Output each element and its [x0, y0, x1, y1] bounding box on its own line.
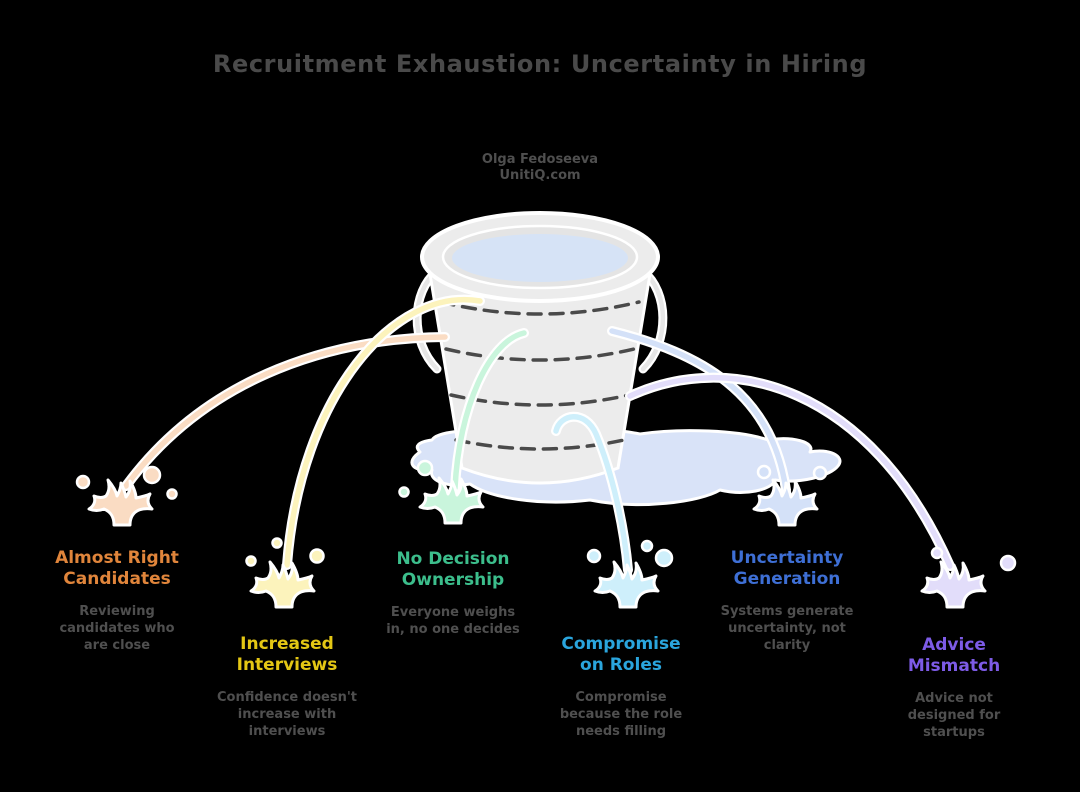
leak-label: No Decision Ownership [396, 549, 510, 590]
droplet [812, 465, 828, 481]
stream-no-decision-ownership [452, 330, 527, 491]
splash-increased-interviews [249, 560, 316, 609]
leak-block-almost-right-candidates: Almost Right Candidates Reviewing candid… [22, 548, 212, 654]
level-dash-1 [439, 300, 641, 316]
droplet [586, 548, 602, 564]
splash-advice-mismatch [920, 560, 987, 609]
droplet [398, 486, 410, 498]
leak-block-increased-interviews: Increased Interviews Confidence doesn't … [192, 634, 382, 740]
leak-block-compromise-on-roles: Compromise on Roles Compromise because t… [526, 634, 716, 740]
stream-increased-interviews [284, 296, 483, 568]
leak-block-advice-mismatch: Advice Mismatch Advice not designed for … [859, 635, 1049, 741]
leak-description: Advice not designed for startups [907, 691, 1001, 740]
leak-label: Uncertainty Generation [730, 548, 844, 589]
stream-compromise-on-roles [553, 414, 631, 573]
leak-description: Systems generate uncertainty, not clarit… [720, 604, 854, 653]
leak-description: Everyone weighs in, no one decides [386, 605, 520, 637]
droplet [271, 537, 283, 549]
leak-label: Compromise on Roles [561, 634, 681, 675]
page-title: Recruitment Exhaustion: Uncertainty in H… [212, 50, 868, 78]
splash-compromise-on-roles [593, 560, 660, 609]
droplet [640, 539, 654, 553]
leak-block-uncertainty-generation: Uncertainty Generation Systems generate … [692, 548, 882, 654]
level-dash-4 [454, 438, 626, 451]
leak-description: Compromise because the role needs fillin… [559, 690, 683, 739]
stream-outline [121, 332, 450, 491]
attribution-credit: Olga Fedoseeva UnitiQ.com [481, 152, 599, 183]
leak-streams [121, 294, 955, 575]
droplet [416, 459, 434, 477]
droplets [75, 459, 1017, 572]
leak-label: Increased Interviews [236, 634, 338, 675]
droplet [245, 555, 257, 567]
stream-advice-mismatch [627, 375, 953, 569]
bucket-icon [412, 211, 668, 485]
leak-description: Confidence doesn't increase with intervi… [216, 690, 358, 739]
droplet [309, 548, 325, 564]
leak-block-no-decision-ownership: No Decision Ownership Everyone weighs in… [358, 549, 548, 638]
leak-description: Reviewing candidates who are close [59, 604, 175, 653]
droplet [142, 465, 162, 485]
leak-label: Advice Mismatch [907, 635, 1001, 676]
level-dash-2 [444, 347, 636, 362]
water-surface [452, 234, 628, 282]
droplet [756, 464, 772, 480]
leak-label: Almost Right Candidates [55, 548, 179, 589]
droplet [166, 488, 178, 500]
droplet [75, 474, 91, 490]
droplet [999, 554, 1017, 572]
droplet [654, 548, 674, 568]
droplet [930, 546, 944, 560]
splash-almost-right-candidates [87, 478, 154, 527]
stream-almost-right-candidates [123, 334, 448, 489]
